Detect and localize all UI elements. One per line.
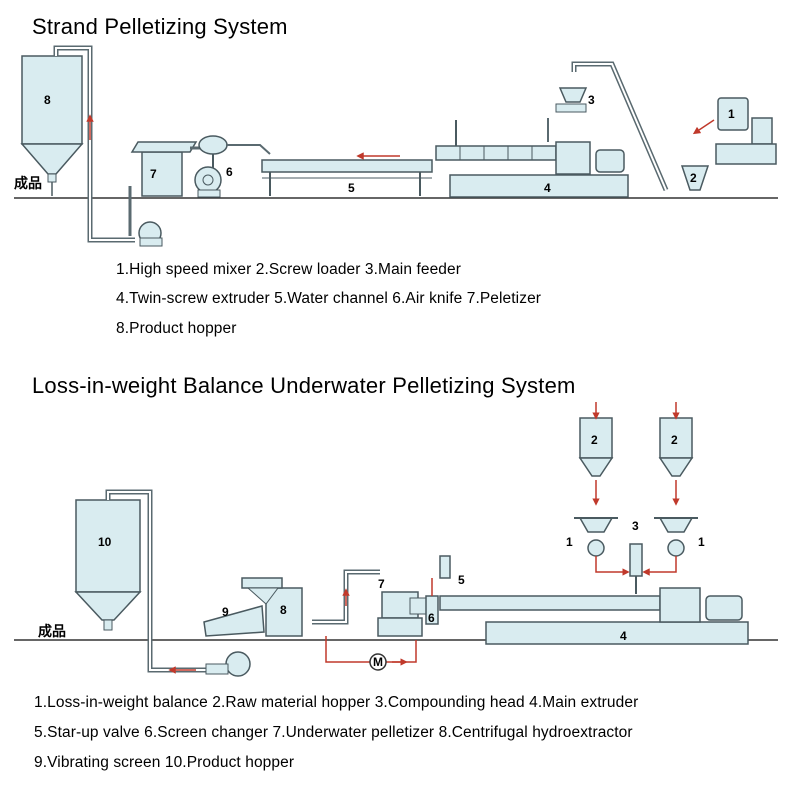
label-num-2: 2 xyxy=(690,171,697,185)
screw-loader-2: 2 xyxy=(680,165,710,191)
compounding-head-3: 3 xyxy=(629,519,643,577)
water-channel-5: 5 xyxy=(261,159,433,196)
label-num-7: 7 xyxy=(150,167,157,181)
label-num-4: 4 xyxy=(544,181,551,195)
label-num-6: 6 xyxy=(226,165,233,179)
loss-in-weight-balance-1a: 1 xyxy=(566,517,618,557)
pump-motor: M xyxy=(369,653,387,671)
main-feeder-3: 3 xyxy=(555,87,595,113)
loss-in-weight-balance-1b: 1 xyxy=(654,517,705,557)
product-hopper-10: 10 xyxy=(74,499,142,631)
underwater-legend-line-2: 5.Star-up valve 6.Screen changer 7.Under… xyxy=(34,724,633,741)
label-num-8b: 8 xyxy=(280,603,287,617)
label-num-8: 8 xyxy=(44,93,51,107)
ground-label-2: 成品 xyxy=(38,623,66,640)
centrifugal-hydroextractor-8: 8 xyxy=(241,577,303,637)
label-num-5: 5 xyxy=(348,181,355,195)
label-num-3: 3 xyxy=(588,93,595,107)
high-speed-mixer-1: 1 xyxy=(715,97,777,165)
underwater-legend-line-3: 9.Vibrating screen 10.Product hopper xyxy=(34,754,295,771)
raw-material-hopper-2b: 2 xyxy=(658,417,694,477)
label-num-7b: 7 xyxy=(378,577,385,591)
underwater-system-title: Loss-in-weight Balance Underwater Pellet… xyxy=(32,373,576,398)
label-num-2b: 2 xyxy=(671,433,678,447)
blower-2 xyxy=(205,651,251,677)
main-extruder-4: 4 xyxy=(439,587,749,645)
label-num-1b: 1 xyxy=(698,535,705,549)
screen-changer-6: 6 xyxy=(425,595,439,625)
label-num-9: 9 xyxy=(222,605,229,619)
raw-material-hopper-2a: 2 xyxy=(578,417,614,477)
blower-1 xyxy=(138,221,163,247)
label-num-2a: 2 xyxy=(591,433,598,447)
label-num-1: 1 xyxy=(728,107,735,121)
underwater-legend-line-1: 1.Loss-in-weight balance 2.Raw material … xyxy=(34,694,639,711)
vibrating-screen-9: 9 xyxy=(203,605,265,637)
air-knife-6: 6 xyxy=(194,135,233,198)
label-num-4b: 4 xyxy=(620,629,627,643)
startup-valve-5: 5 xyxy=(431,555,465,596)
label-num-6b: 6 xyxy=(428,611,435,625)
label-num-1a: 1 xyxy=(566,535,573,549)
label-num-5b: 5 xyxy=(458,573,465,587)
ground-label-1: 成品 xyxy=(14,175,42,192)
product-hopper-8: 8 xyxy=(20,55,84,196)
strand-legend-line-2: 4.Twin-screw extruder 5.Water channel 6.… xyxy=(116,290,542,307)
strand-system-title: Strand Pelletizing System xyxy=(32,14,288,39)
label-num-10: 10 xyxy=(98,535,112,549)
motor-label: M xyxy=(373,655,383,669)
strand-legend-line-3: 8.Product hopper xyxy=(116,320,237,337)
underwater-pelletizer-7: 7 xyxy=(377,577,427,637)
twin-screw-extruder-4: 4 xyxy=(435,120,629,198)
pelletizer-7: 7 xyxy=(130,141,198,197)
strand-legend-line-1: 1.High speed mixer 2.Screw loader 3.Main… xyxy=(116,261,462,278)
label-num-3b: 3 xyxy=(632,519,639,533)
